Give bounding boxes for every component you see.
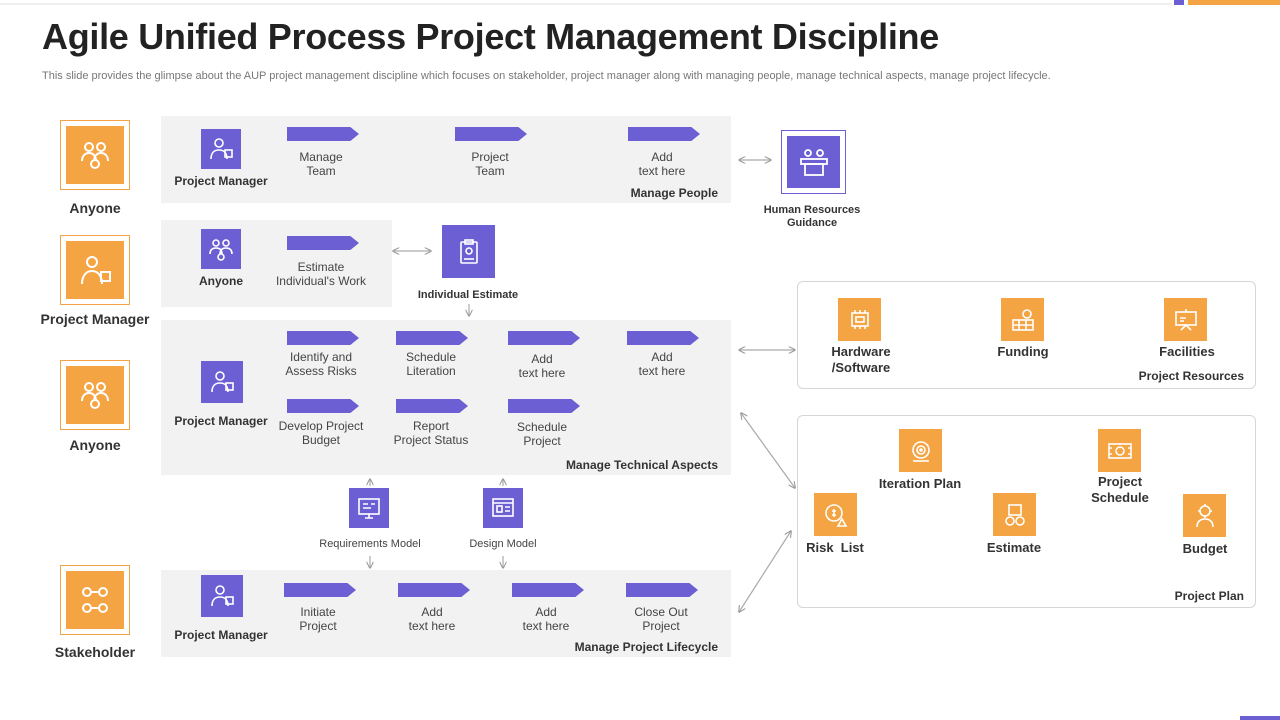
task-arrow [508, 331, 580, 345]
chip-icon [838, 298, 881, 341]
plan-label: Iteration Plan [878, 476, 962, 491]
task-arrow [626, 583, 698, 597]
task-arrow [398, 583, 470, 597]
task-project-team: Project Team [471, 150, 509, 178]
clipboard-icon [442, 225, 495, 278]
accent-bar-bottom [1240, 716, 1280, 720]
panel-technical [161, 320, 731, 475]
role-stakeholder [60, 565, 130, 635]
film-icon [1098, 429, 1141, 472]
box-title: Project Resources [1138, 369, 1244, 383]
plan-label: Budget [1182, 541, 1228, 556]
task-arrow [627, 331, 699, 345]
task-add-text: Add text here [522, 605, 570, 633]
task-arrow [287, 127, 359, 141]
resource-label: Funding [997, 344, 1049, 359]
task-arrow [512, 583, 584, 597]
panel-estimate [161, 220, 392, 307]
panel-title: Manage People [630, 186, 718, 200]
money-icon [1001, 298, 1044, 341]
actor-label: Project Manager [174, 414, 268, 428]
team-icon [81, 382, 109, 409]
manager-icon [201, 575, 243, 617]
target-icon [899, 429, 942, 472]
role-label: Project Manager [40, 311, 150, 327]
actor-label: Project Manager [174, 174, 268, 188]
page-title: Agile Unified Process Project Management… [42, 16, 939, 57]
hr-guidance-frame [781, 130, 846, 194]
actor-label: Anyone [198, 274, 243, 288]
team-icon [81, 142, 109, 169]
arrow-technical-plan [741, 413, 795, 488]
plan-label: Estimate [986, 540, 1042, 555]
task-arrow [287, 399, 359, 413]
role-anyone-1 [60, 120, 130, 190]
requirements-icon [349, 488, 389, 528]
manager-icon [201, 129, 241, 169]
role-label: Stakeholder [54, 644, 136, 660]
team-icon [201, 229, 241, 269]
arrow-lifecycle-plan [739, 531, 791, 612]
model-label: Requirements Model [319, 538, 421, 550]
task-add-text: Add text here [638, 150, 686, 178]
actor-label: Project Manager [174, 628, 268, 642]
top-divider [0, 3, 1172, 5]
model-label: Design Model [469, 538, 537, 550]
manager-icon [201, 361, 243, 403]
risk-icon [814, 493, 857, 536]
task-arrow [287, 236, 359, 250]
role-anyone-2 [60, 360, 130, 430]
task-arrow [628, 127, 700, 141]
hr-guidance-label: Human Resources Guidance [763, 204, 861, 229]
task-identify-risks: Identify and Assess Risks [285, 350, 357, 378]
resource-label: Hardware /Software [831, 344, 891, 375]
task-close-out: Close Out Project [634, 605, 688, 633]
panel-title: Manage Technical Aspects [565, 458, 718, 472]
role-label: Anyone [69, 437, 121, 453]
accent-bar-purple [1174, 0, 1184, 5]
task-arrow [455, 127, 527, 141]
task-manage-team: Manage Team [299, 150, 343, 178]
manager-icon [81, 256, 111, 285]
coins-icon [993, 493, 1036, 536]
task-initiate-project: Initiate Project [299, 605, 337, 633]
role-project-manager [60, 235, 130, 305]
task-arrow [284, 583, 356, 597]
task-arrow [396, 331, 468, 345]
presentation-icon [1164, 298, 1207, 341]
podium-icon [799, 149, 828, 176]
accent-bar-orange [1188, 0, 1280, 5]
stakeholder-icon [82, 587, 108, 613]
page-subtitle: This slide provides the glimpse about th… [42, 70, 1051, 82]
gear-person-icon [1183, 494, 1226, 537]
task-schedule-iteration: Schedule Literation [405, 350, 457, 378]
task-arrow [396, 399, 468, 413]
task-arrow [287, 331, 359, 345]
plan-label: Project Schedule [1091, 474, 1149, 505]
panel-title: Manage Project Lifecycle [574, 640, 718, 654]
task-report-status: Report Project Status [393, 419, 469, 447]
role-label: Anyone [69, 200, 121, 216]
design-icon [483, 488, 523, 528]
task-estimate-work: Estimate Individual's Work [275, 260, 367, 288]
box-title: Project Plan [1174, 589, 1244, 603]
task-add-text: Add text here [408, 605, 456, 633]
task-add-text: Add text here [518, 352, 566, 380]
task-add-text: Add text here [638, 350, 686, 378]
plan-label: Risk List [806, 540, 864, 555]
individual-estimate-label: Individual Estimate [417, 289, 519, 301]
resource-label: Facilities [1159, 344, 1215, 359]
task-develop-budget: Develop Project Budget [278, 419, 364, 447]
task-schedule-project: Schedule Project [516, 420, 568, 448]
task-arrow [508, 399, 580, 413]
